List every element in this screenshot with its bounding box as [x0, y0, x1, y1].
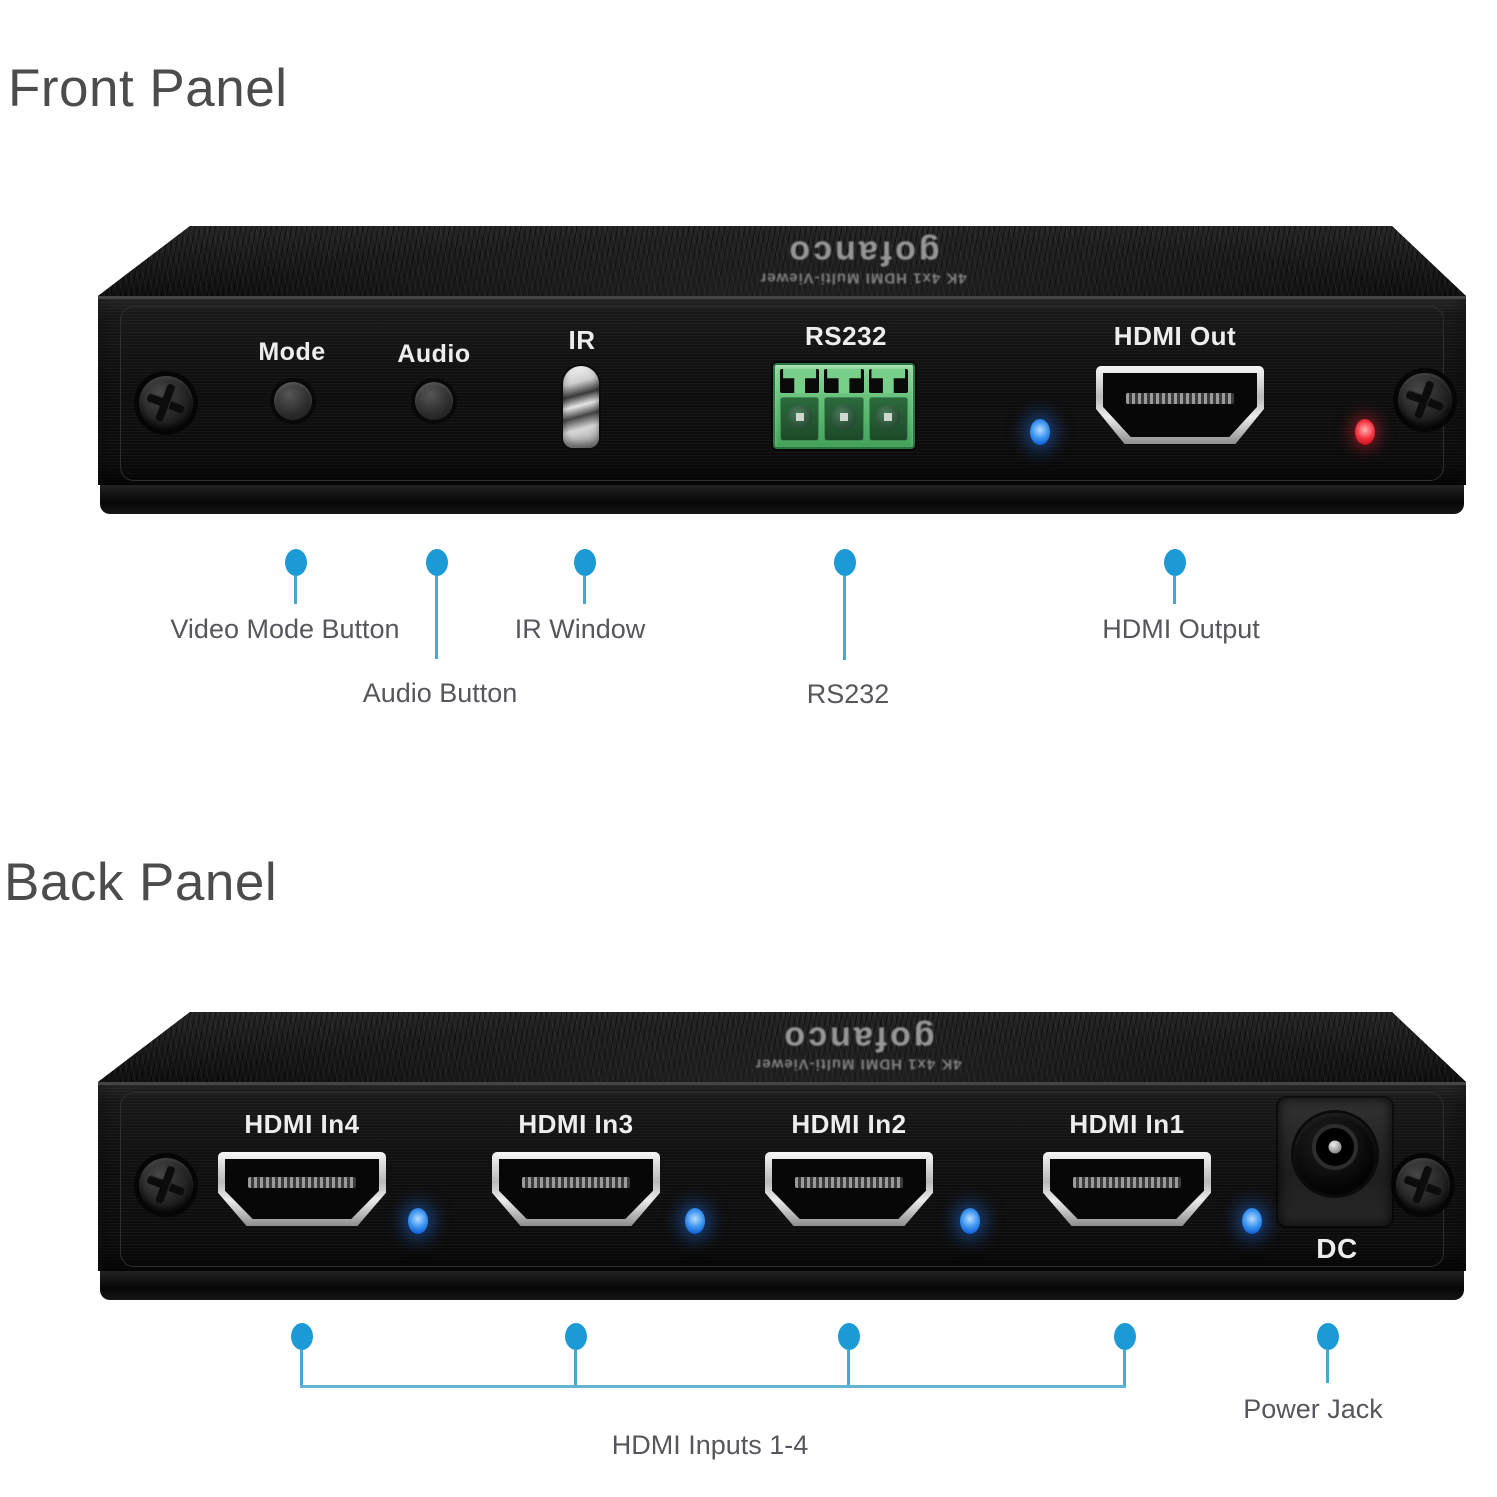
callout-dot-audio [426, 549, 448, 576]
callout-dot-in3 [565, 1323, 587, 1350]
screw-icon [1398, 373, 1452, 427]
callout-line [1326, 1350, 1329, 1383]
dc-label: DC [1316, 1233, 1358, 1264]
status-led-red [1355, 419, 1375, 445]
screw-icon [139, 1158, 193, 1212]
hdmi-in2-port [765, 1152, 933, 1226]
hdmi-in1-label: HDMI In1 [1069, 1109, 1185, 1139]
callout-line [843, 576, 846, 660]
ir-window [563, 366, 599, 448]
input3-led [685, 1208, 705, 1234]
hdmi-in3-label: HDMI In3 [518, 1109, 634, 1139]
hdmi-out-port [1096, 366, 1264, 444]
callout-dot-rs232 [834, 549, 856, 576]
back-panel-device: 4K 4x1 HDMI Multi-Viewer gofanco HDMI In… [98, 1012, 1466, 1300]
rs232-pin [868, 369, 908, 441]
callout-line [574, 1350, 577, 1388]
front-panel-title: Front Panel [8, 59, 288, 118]
brand-name: gofanco [786, 233, 940, 272]
front-panel-device: 4K 4x1 HDMI Multi-Viewer gofanco Mode Au… [98, 226, 1466, 514]
callout-line [435, 576, 438, 659]
brand-name: gofanco [781, 1019, 935, 1058]
callout-line [300, 1350, 303, 1388]
callout-label-hdmi-inputs: HDMI Inputs 1-4 [611, 1430, 809, 1460]
audio-label: Audio [397, 340, 471, 368]
brand-tagline: 4K 4x1 HDMI Multi-Viewer [759, 269, 967, 287]
callout-line [1173, 576, 1176, 604]
brand-tagline: 4K 4x1 HDMI Multi-Viewer [754, 1055, 962, 1073]
rs232-pin [824, 369, 864, 441]
hdmi-in1-port [1043, 1152, 1211, 1226]
device-top-surface: 4K 4x1 HDMI Multi-Viewer gofanco [98, 226, 1466, 296]
callout-dot-in1 [1114, 1323, 1136, 1350]
input4-led [408, 1208, 428, 1234]
callout-dot-video-mode [285, 549, 307, 576]
callout-label-hdmi-output: HDMI Output [1102, 614, 1260, 644]
callout-dot-hdmi-output [1164, 549, 1186, 576]
hdmi-in3-port [492, 1152, 660, 1226]
brand-logo: 4K 4x1 HDMI Multi-Viewer gofanco [693, 233, 1033, 287]
callout-label-ir: IR Window [514, 614, 646, 644]
screw-icon [1396, 1158, 1450, 1212]
callout-label-video-mode: Video Mode Button [170, 614, 400, 644]
hdmi-in4-port [218, 1152, 386, 1226]
dc-power-jack [1278, 1098, 1392, 1226]
back-panel-title: Back Panel [4, 853, 278, 912]
callout-label-audio: Audio Button [362, 678, 518, 708]
callout-line [583, 576, 586, 604]
rs232-label: RS232 [805, 321, 887, 351]
rs232-connector [773, 363, 915, 449]
ir-label: IR [568, 325, 596, 355]
input1-led [1242, 1208, 1262, 1234]
callout-bracket [300, 1385, 1126, 1388]
callout-label-power-jack: Power Jack [1243, 1394, 1383, 1424]
callout-dot-ir [574, 549, 596, 576]
hdmi-in4-label: HDMI In4 [244, 1109, 360, 1139]
callout-dot-in2 [838, 1323, 860, 1350]
mode-label: Mode [258, 338, 326, 366]
callout-label-rs232: RS232 [806, 679, 890, 709]
callout-line [847, 1350, 850, 1388]
device-bottom-edge [100, 485, 1464, 514]
front-panel-face: Mode Audio IR RS232 HDMI Out [98, 296, 1466, 485]
back-panel-face: HDMI In4 HDMI In3 HDMI In2 HDMI In1 [98, 1082, 1466, 1271]
brand-logo: 4K 4x1 HDMI Multi-Viewer gofanco [688, 1019, 1028, 1073]
device-top-surface: 4K 4x1 HDMI Multi-Viewer gofanco [98, 1012, 1466, 1082]
mode-button [274, 382, 312, 420]
hdmi-in2-label: HDMI In2 [791, 1109, 907, 1139]
callout-dot-power [1317, 1323, 1339, 1350]
screw-icon [139, 376, 193, 430]
callout-dot-in4 [291, 1323, 313, 1350]
audio-button [415, 382, 453, 420]
status-led-blue [1030, 419, 1050, 445]
hdmi-out-label: HDMI Out [1113, 321, 1237, 351]
input2-led [960, 1208, 980, 1234]
rs232-pin [780, 369, 820, 441]
callout-line [1123, 1350, 1126, 1388]
device-bottom-edge [100, 1271, 1464, 1300]
callout-line [294, 576, 297, 604]
